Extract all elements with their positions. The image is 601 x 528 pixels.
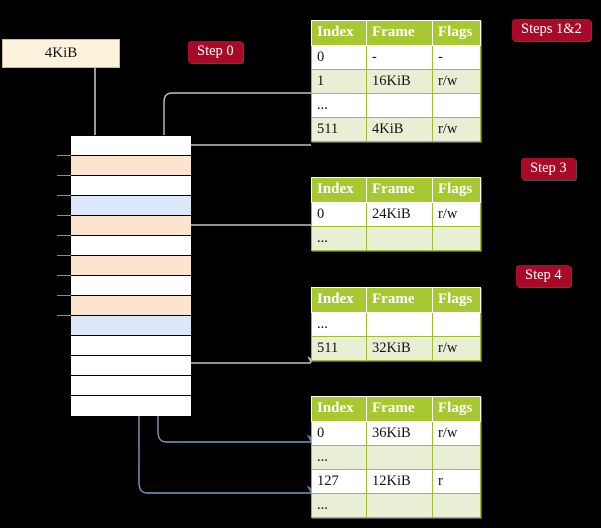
memory-row-tick [57, 255, 71, 256]
memory-frame-row [71, 356, 191, 376]
cell-flags: r/w [432, 116, 481, 142]
cell-frame: 36KiB [366, 420, 433, 446]
wire-table2-row0 [176, 224, 311, 276]
cell-frame: 16KiB [366, 68, 433, 94]
memory-row-tick [57, 155, 71, 156]
cell-flags: r [432, 468, 481, 494]
table-header-row: Index Frame Flags [311, 287, 481, 313]
cell-flags [432, 225, 481, 251]
cell-flags: r/w [432, 68, 481, 94]
memory-row-tick [57, 235, 71, 236]
column-header-index: Index [311, 177, 367, 203]
column-header-flags: Flags [432, 287, 481, 313]
cell-frame [366, 492, 433, 518]
memory-frame-row [71, 216, 191, 236]
cell-index: ... [311, 444, 367, 470]
frame-label-4kib: 4KiB [2, 39, 120, 68]
column-header-index: Index [311, 20, 367, 46]
memory-frame-row [71, 336, 191, 356]
memory-frame-row [71, 176, 191, 196]
table-row: ... [311, 225, 481, 251]
memory-frame-row [71, 156, 191, 176]
cell-flags [432, 492, 481, 518]
memory-row-tick [57, 295, 71, 296]
memory-row-tick [57, 175, 71, 176]
cell-frame [366, 92, 433, 118]
cell-flags: r/w [432, 420, 481, 446]
cell-frame: - [366, 44, 433, 70]
column-header-frame: Frame [366, 20, 433, 46]
column-header-flags: Flags [432, 177, 481, 203]
memory-frame-row [71, 236, 191, 256]
column-header-index: Index [311, 396, 367, 422]
cell-index: ... [311, 92, 367, 118]
memory-frame-row [71, 396, 191, 416]
cell-index: 511 [311, 335, 367, 361]
cell-frame [366, 311, 433, 337]
cell-frame [366, 444, 433, 470]
cell-flags: r/w [432, 335, 481, 361]
memory-frame-row [71, 276, 191, 296]
table-row: ... [311, 444, 481, 470]
memory-frame-row [71, 136, 191, 156]
cell-frame: 24KiB [366, 201, 433, 227]
badge-steps-1-2: Steps 1&2 [512, 19, 591, 41]
cell-index: ... [311, 311, 367, 337]
cell-frame [366, 225, 433, 251]
table-row: ... [311, 92, 481, 118]
column-header-frame: Frame [366, 177, 433, 203]
cell-index: 0 [311, 201, 367, 227]
table-header-row: Index Frame Flags [311, 177, 481, 203]
cell-flags [432, 92, 481, 118]
memory-row-tick [57, 275, 71, 276]
memory-frame-row [71, 376, 191, 396]
column-header-index: Index [311, 287, 367, 313]
cell-flags: - [432, 44, 481, 70]
memory-row-tick [57, 315, 71, 316]
cell-flags [432, 444, 481, 470]
table-row: 0-- [311, 44, 481, 70]
column-header-flags: Flags [432, 20, 481, 46]
cell-index: ... [311, 225, 367, 251]
badge-step-0: Step 0 [188, 41, 243, 63]
cell-index: 1 [311, 68, 367, 94]
table-row: ... [311, 311, 481, 337]
column-header-flags: Flags [432, 396, 481, 422]
cell-index: ... [311, 492, 367, 518]
cell-frame: 12KiB [366, 468, 433, 494]
table-header-row: Index Frame Flags [311, 20, 481, 46]
physical-memory-column [70, 135, 191, 416]
cell-frame: 32KiB [366, 335, 433, 361]
table-row: ... [311, 492, 481, 518]
cell-flags [432, 311, 481, 337]
memory-row-tick [57, 195, 71, 196]
badge-step-3: Step 3 [521, 158, 576, 180]
wire-table1-row511 [171, 144, 311, 259]
cell-index: 127 [311, 468, 367, 494]
cell-index: 0 [311, 44, 367, 70]
cell-index: 511 [311, 116, 367, 142]
badge-step-4: Step 4 [516, 265, 571, 287]
cell-index: 0 [311, 420, 367, 446]
memory-frame-row [71, 296, 191, 316]
memory-frame-row [71, 196, 191, 216]
column-header-frame: Frame [366, 396, 433, 422]
memory-frame-row [71, 316, 191, 336]
table-header-row: Index Frame Flags [311, 396, 481, 422]
memory-row-tick [57, 215, 71, 216]
cell-flags: r/w [432, 201, 481, 227]
column-header-frame: Frame [366, 287, 433, 313]
memory-frame-row [71, 256, 191, 276]
cell-frame: 4KiB [366, 116, 433, 142]
